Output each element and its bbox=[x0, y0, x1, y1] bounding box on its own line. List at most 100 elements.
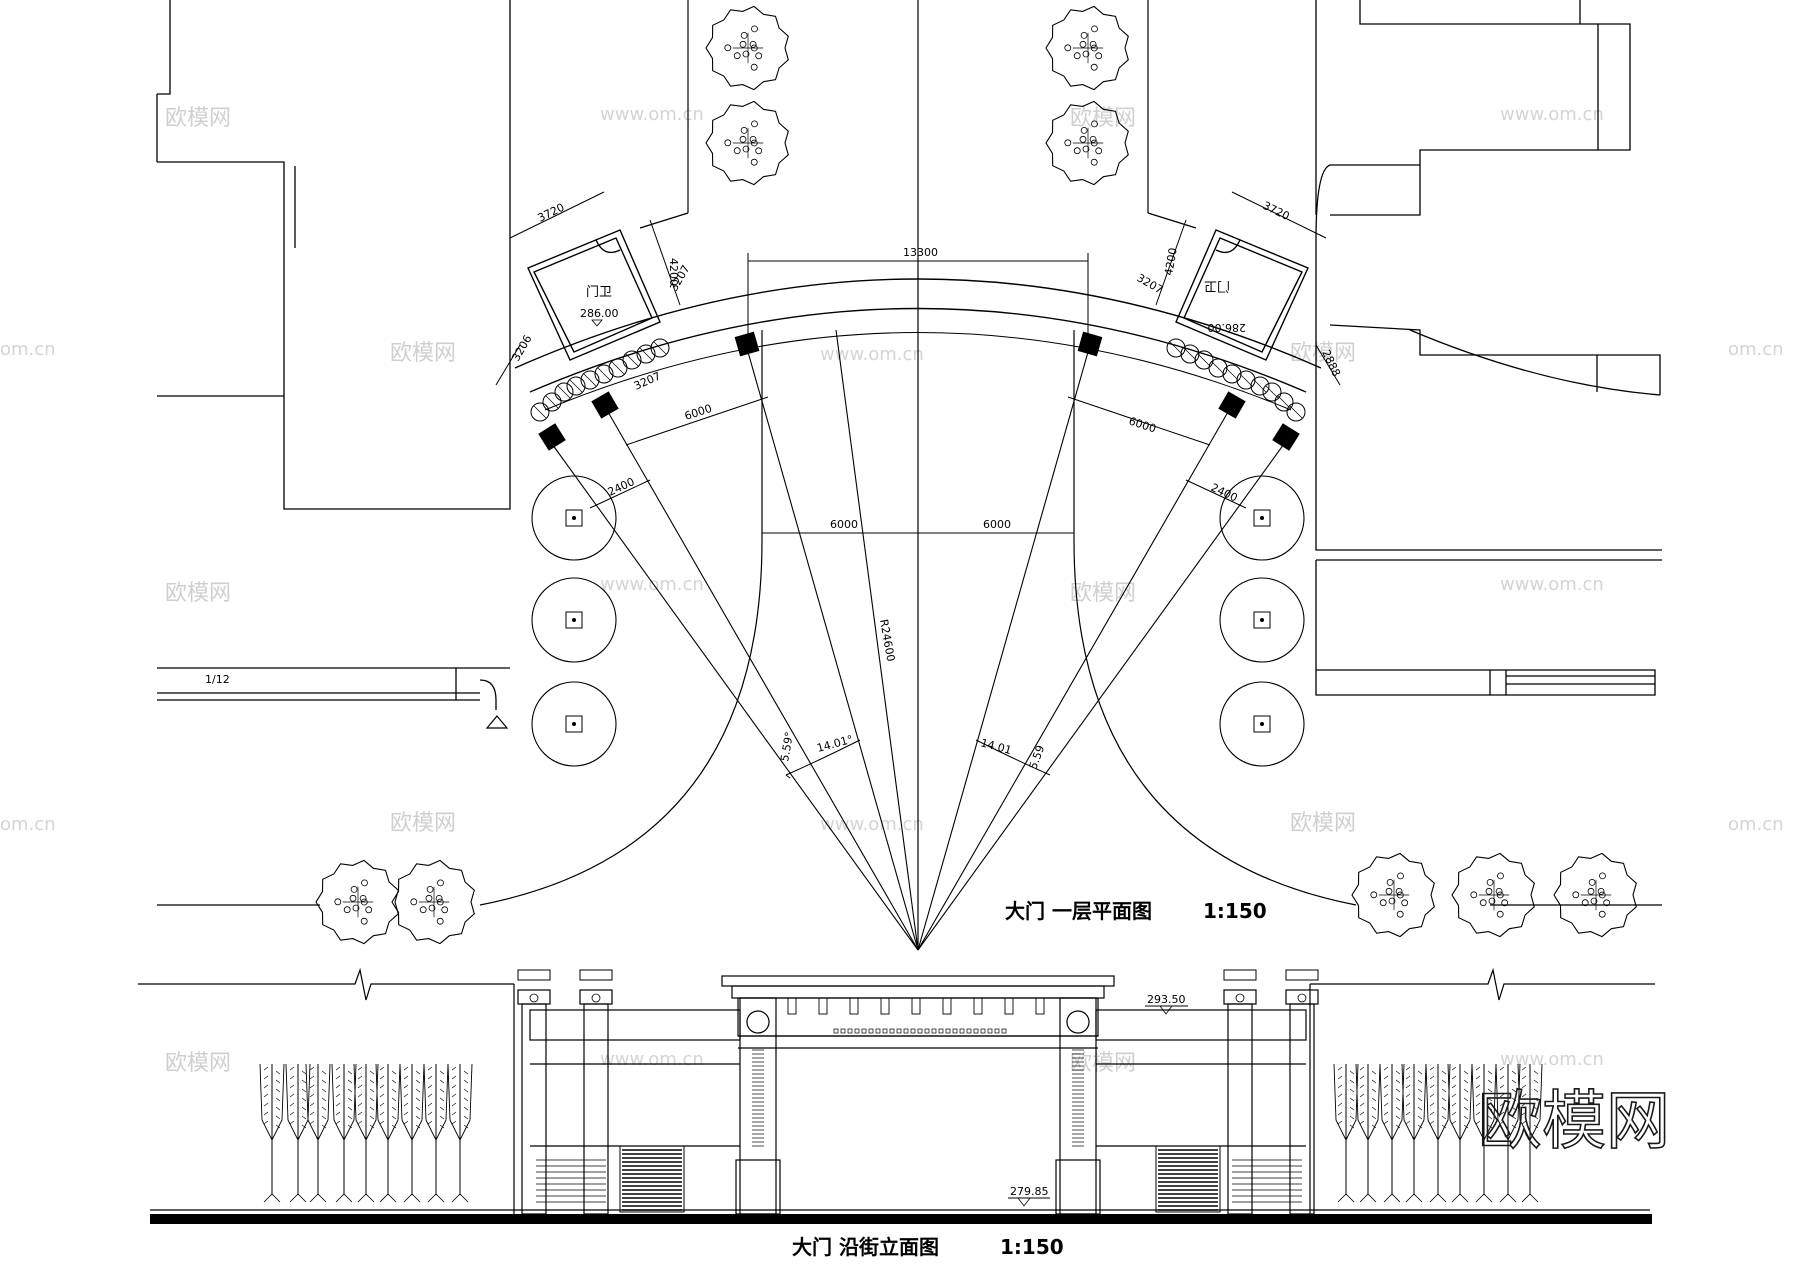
ramp-label: 1/12 bbox=[205, 673, 230, 686]
arch-ornament bbox=[833, 1028, 839, 1034]
top-level-marker-icon bbox=[1159, 1005, 1173, 1015]
arch-ornament bbox=[952, 1028, 958, 1034]
elevation-scale: 1:150 bbox=[1000, 1235, 1064, 1259]
dim-gh-front-left: 3207 bbox=[632, 369, 663, 392]
site-linework bbox=[157, 0, 1662, 950]
watermark-brand: 欧模网 bbox=[165, 581, 231, 606]
shrub-icon bbox=[650, 338, 670, 358]
poplar-tree-icon bbox=[1355, 1063, 1381, 1203]
ground-level-marker-icon bbox=[1017, 1197, 1031, 1207]
arch-ornament bbox=[896, 1028, 902, 1034]
gate-grille bbox=[1155, 1145, 1221, 1213]
shrub-icon bbox=[1262, 382, 1282, 402]
arch-ornament bbox=[861, 1028, 867, 1034]
shrub-icon bbox=[636, 344, 656, 364]
left-building-outline bbox=[156, 0, 511, 710]
street-tree-icon bbox=[531, 577, 617, 663]
street-tree-icon bbox=[1219, 577, 1305, 663]
tree-bottom-icon bbox=[1451, 852, 1535, 938]
shrub-icon bbox=[608, 358, 628, 378]
guardhouse-right bbox=[1175, 229, 1309, 361]
tree-bottom-icon bbox=[391, 859, 475, 945]
right-building-outline bbox=[1315, 0, 1662, 696]
guardhouse-right-elevation: 286.00 bbox=[1208, 321, 1247, 334]
arch-ornament bbox=[945, 1028, 951, 1034]
watermark-url-short: om.cn bbox=[1728, 814, 1784, 835]
dim-half-right: 6000 bbox=[983, 518, 1011, 531]
dim-gh-depth-left: 4200 bbox=[667, 258, 680, 286]
radius-lines bbox=[546, 329, 1290, 951]
dim-gh-width-right: 3720 bbox=[1261, 199, 1292, 223]
poplar-tree-icon bbox=[1471, 1063, 1497, 1203]
arch-bracket bbox=[911, 997, 921, 1015]
watermark-brand: 欧模网 bbox=[1070, 581, 1136, 606]
arch-ornament bbox=[931, 1028, 937, 1034]
elevation-ground-level: 279.85 bbox=[1010, 1185, 1049, 1198]
arch-ornament bbox=[959, 1028, 965, 1034]
watermark-brand: 欧模网 bbox=[390, 811, 456, 836]
post-cap-icon bbox=[1285, 969, 1319, 981]
tree-top-icon bbox=[705, 5, 789, 91]
poplar-tree-icon bbox=[305, 1063, 331, 1203]
plan-title: 大门 一层平面图 bbox=[1005, 899, 1152, 923]
shrub-icon bbox=[1236, 370, 1256, 390]
dim-radius: R24600 bbox=[877, 618, 897, 662]
arch-ornament bbox=[980, 1028, 986, 1034]
dim-offset-right: 6000 bbox=[1127, 414, 1158, 435]
shrub-icon bbox=[1274, 392, 1294, 412]
dim-gh-width-left: 3720 bbox=[536, 201, 567, 225]
shrub-icon bbox=[554, 382, 574, 402]
poplar-tree-icon bbox=[259, 1063, 285, 1203]
poplar-tree-icon bbox=[1495, 1063, 1521, 1203]
dim-angle-large-right: 14.01 bbox=[979, 736, 1013, 757]
street-tree-icon bbox=[531, 475, 617, 561]
tree-top-icon bbox=[1045, 100, 1129, 186]
poplar-tree-icon bbox=[353, 1063, 379, 1203]
tree-bottom-icon bbox=[315, 859, 399, 945]
arch-ornament bbox=[868, 1028, 874, 1034]
watermark-url: www.om.cn bbox=[600, 574, 704, 595]
shrub-icon bbox=[542, 392, 562, 412]
gate-pillars bbox=[538, 331, 1300, 451]
arch-bracket bbox=[787, 997, 797, 1015]
arch-ornament bbox=[938, 1028, 944, 1034]
arch-bracket bbox=[849, 997, 859, 1015]
poplar-tree-icon bbox=[375, 1063, 401, 1203]
shrub-icon bbox=[622, 350, 642, 370]
dim-gh-side-right: 3207 bbox=[1135, 271, 1166, 296]
watermark-brand: 欧模网 bbox=[390, 341, 456, 366]
arch-ornament bbox=[910, 1028, 916, 1034]
guardhouse-right-label: 门卫 bbox=[1204, 278, 1230, 293]
shrub-icon bbox=[1286, 402, 1306, 422]
dim-gh-depth-right: 4200 bbox=[1162, 247, 1180, 277]
guardhouse-left-label: 门卫 bbox=[586, 285, 612, 300]
watermark-url-short: om.cn bbox=[0, 814, 56, 835]
ground-line bbox=[150, 1214, 1652, 1224]
arch-ornament bbox=[994, 1028, 1000, 1034]
elevation-trees bbox=[259, 1063, 1543, 1203]
shrub-icon bbox=[1208, 358, 1228, 378]
shrub-icon bbox=[1180, 344, 1200, 364]
tree-top-icon bbox=[1045, 5, 1129, 91]
arch-ornament bbox=[1001, 1028, 1007, 1034]
street-tree-icon bbox=[1219, 475, 1305, 561]
post-cap-icon bbox=[579, 969, 613, 981]
arch-ornament bbox=[924, 1028, 930, 1034]
watermark-brand: 欧模网 bbox=[1290, 341, 1356, 366]
poplar-tree-icon bbox=[1447, 1063, 1473, 1203]
arch-bracket bbox=[973, 997, 983, 1015]
dim-gh-offset-left: 3206 bbox=[509, 333, 534, 364]
arch-ornament bbox=[889, 1028, 895, 1034]
arch-ornament bbox=[882, 1028, 888, 1034]
dim-angle-small-right: 5.59 bbox=[1027, 744, 1048, 771]
watermark-url: www.om.cn bbox=[600, 1049, 704, 1070]
dim-half-left: 6000 bbox=[830, 518, 858, 531]
dim-pier-left: 2400 bbox=[606, 475, 637, 499]
watermark-brand: 欧模网 bbox=[165, 1051, 231, 1076]
watermark-url-short: om.cn bbox=[0, 339, 56, 360]
watermark-brand: 欧模网 bbox=[165, 106, 231, 131]
guardhouse-left bbox=[527, 229, 661, 361]
poplar-tree-icon bbox=[1333, 1063, 1359, 1203]
